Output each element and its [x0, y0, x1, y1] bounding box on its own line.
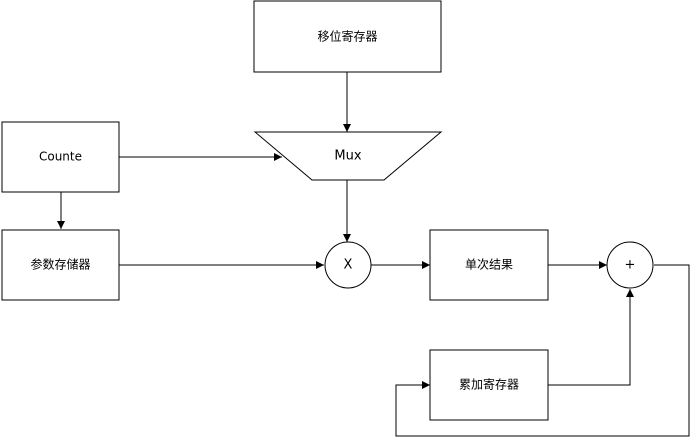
counter-block: Counte — [1, 121, 120, 193]
connectors — [57, 72, 690, 437]
single-result-label: 单次结果 — [465, 258, 513, 272]
mux-label: Mux — [334, 149, 361, 164]
shift-register-label: 移位寄存器 — [317, 29, 377, 44]
multiplier-node: X — [324, 241, 372, 289]
accumulator-label: 累加寄存器 — [459, 377, 519, 392]
mux-block: Mux — [253, 131, 443, 181]
param-memory-label: 参数存储器 — [30, 257, 90, 272]
single-result-block: 单次结果 — [429, 229, 549, 301]
adder-label: + — [625, 258, 636, 273]
edge-adder-to-accumulator-feedback — [395, 264, 690, 437]
edge-accumulator-to-adder — [548, 289, 634, 386]
adder-node: + — [606, 241, 654, 289]
multiplier-label: X — [344, 258, 353, 273]
accumulator-block: 累加寄存器 — [429, 349, 549, 421]
param-memory-block: 参数存储器 — [1, 229, 120, 301]
shift-register-block: 移位寄存器 — [253, 0, 442, 73]
counter-label: Counte — [39, 150, 82, 164]
